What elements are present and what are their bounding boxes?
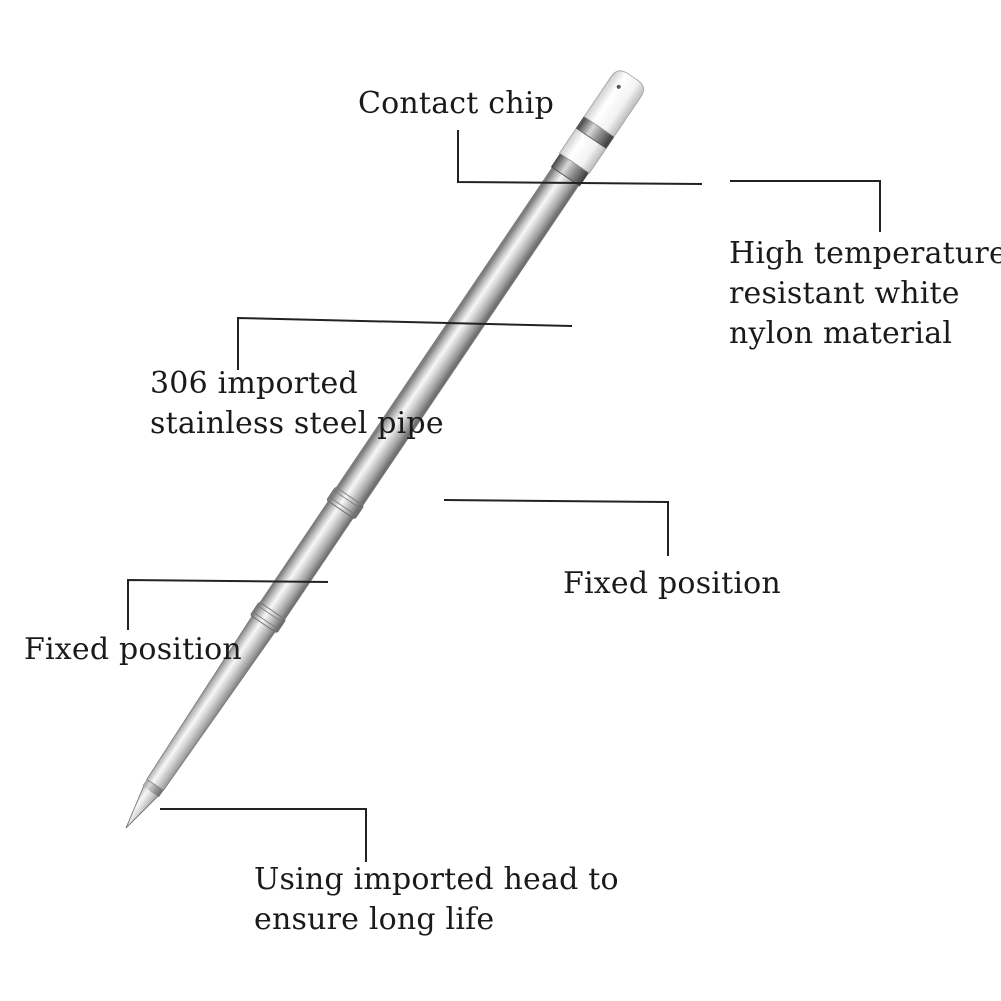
label-nylon-material: High temperature resistant white nylon m…: [729, 236, 1001, 351]
leader-pipe: [237, 316, 573, 370]
leader-head: [160, 808, 367, 862]
leader-fixed-left: [127, 578, 329, 630]
stainless-steel-pipe: [335, 165, 581, 506]
leader-nylon: [730, 180, 881, 232]
label-fixed-position-left: Fixed position: [24, 632, 242, 667]
label-imported-head: Using imported head to ensure long life: [254, 862, 619, 937]
leader-contact-chip: [457, 130, 703, 185]
label-steel-pipe: 306 imported stainless steel pipe: [150, 366, 444, 441]
middle-section: [259, 499, 355, 620]
tip-collar: [142, 779, 164, 798]
nylon-cap: [583, 70, 644, 138]
soldering-tip: [125, 70, 644, 829]
label-contact-chip: Contact chip: [358, 86, 554, 121]
leader-lines: [127, 130, 881, 862]
cap-hole: [616, 84, 621, 89]
label-fixed-position-right: Fixed position: [563, 566, 781, 601]
leader-fixed-right: [443, 499, 669, 556]
